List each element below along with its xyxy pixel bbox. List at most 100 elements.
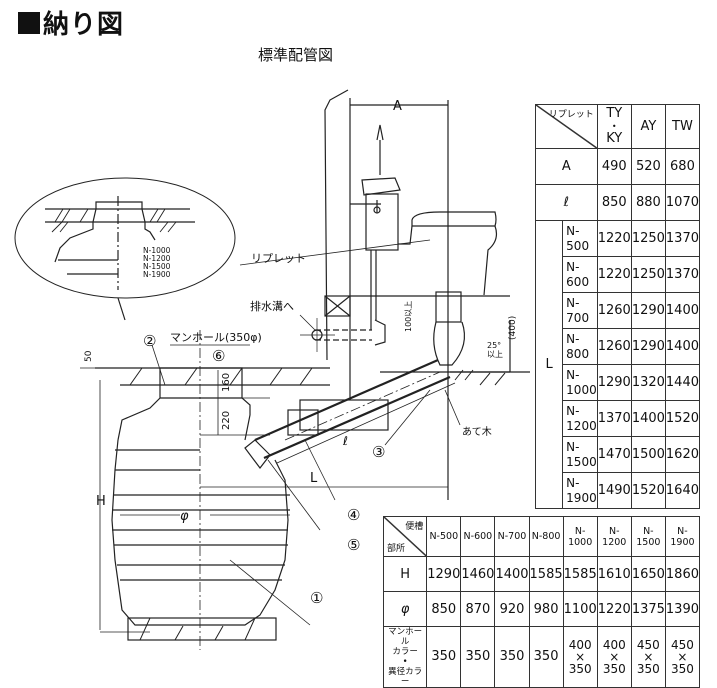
- riplet-dimension-table: リプレット TY • KY AY TW A 490 520 680 ℓ 850 …: [534, 104, 701, 509]
- table-cell: 920: [494, 591, 530, 627]
- collar-label-2: カラー: [392, 647, 418, 657]
- inset-model-3: N-1500: [143, 262, 171, 271]
- table-cell: 350: [494, 626, 530, 688]
- toilet-fixture: [350, 124, 498, 330]
- inclined-pipe: [244, 358, 456, 469]
- column-header: AY: [630, 104, 666, 149]
- callout-6: ⑥: [212, 347, 225, 365]
- table-cell: 1290: [630, 328, 666, 365]
- column-header: N-1000: [562, 516, 598, 557]
- column-header: TW: [664, 104, 701, 149]
- floor-slab: [324, 295, 511, 373]
- table-cell: 1500: [630, 436, 666, 473]
- callout-3: ③: [372, 443, 385, 461]
- table-cell: 350: [460, 626, 496, 688]
- callout-4: ④: [347, 506, 360, 524]
- table-row: A 490 520 680: [535, 148, 701, 185]
- table-cell: 400×350: [562, 626, 598, 688]
- callout-2: ②: [143, 332, 156, 350]
- column-header: N-1500: [630, 516, 666, 557]
- label-drain: 排水溝へ: [250, 299, 294, 313]
- model-label-bottom: 600: [566, 274, 590, 289]
- table-cell: 1290: [426, 556, 462, 592]
- model-label: N-800: [562, 328, 598, 365]
- row-label: φ: [382, 591, 428, 627]
- dim-400: (400): [508, 316, 518, 340]
- collar-size-part: 350: [568, 662, 592, 676]
- table-cell: 1460: [460, 556, 496, 592]
- model-label-top: N-: [566, 295, 580, 310]
- row-label: ℓ: [535, 184, 598, 221]
- column-header: N-800: [528, 516, 564, 557]
- table-cell: 1585: [562, 556, 598, 592]
- table-cell: 1400: [630, 400, 666, 437]
- table-cell: 1640: [664, 472, 701, 509]
- table-cell: 1220: [596, 256, 632, 293]
- dim-label-H: H: [96, 494, 106, 509]
- model-label-top: N-: [566, 439, 580, 454]
- collar-label-3: 異径カラー: [388, 667, 423, 687]
- column-header: N-1900: [664, 516, 701, 557]
- dim-label-l: ℓ: [342, 434, 348, 448]
- corner-label-top: 便槽: [405, 522, 424, 532]
- table-cell: 1400: [664, 292, 701, 329]
- table-cell: 870: [460, 591, 496, 627]
- table-corner-cell: リプレット: [535, 104, 598, 149]
- collar-size-part: 350: [671, 662, 694, 676]
- drain-pipe: [300, 291, 465, 366]
- table-cell: 1585: [528, 556, 564, 592]
- inset-detail: [14, 177, 236, 321]
- table-cell: 1220: [596, 220, 632, 257]
- model-label-bottom: 1500: [566, 454, 597, 469]
- table-cell: 1390: [664, 591, 701, 627]
- model-label-bottom: 1900: [566, 490, 597, 505]
- model-label-bottom: 800: [566, 346, 590, 361]
- table-cell: 520: [630, 148, 666, 185]
- column-header: N-600: [460, 516, 496, 557]
- model-label-bottom: 500: [566, 238, 590, 253]
- dim-160: 160: [221, 373, 232, 392]
- table-cell: 1260: [596, 292, 632, 329]
- model-label-top: N-: [566, 259, 580, 274]
- table-cell: 980: [528, 591, 564, 627]
- leader-lines: [151, 239, 461, 626]
- collar-size-part: ×: [575, 650, 586, 664]
- dim-label-A: A: [393, 99, 402, 114]
- label-manhole: マンホール(350φ): [170, 331, 262, 344]
- dim-100: 100以上: [404, 301, 413, 332]
- table-cell: 1250: [630, 256, 666, 293]
- row-label: H: [382, 556, 428, 592]
- angle-label-sub: 以上: [487, 350, 503, 359]
- collar-size-part: 450: [636, 638, 660, 652]
- model-label-top: N-: [566, 331, 580, 346]
- row-group-label: L: [534, 220, 564, 509]
- dim-label-L: L: [310, 471, 318, 486]
- column-header-bottom: KY: [606, 131, 623, 146]
- dim-50: 50: [84, 350, 94, 362]
- table-cell: 680: [664, 148, 701, 185]
- table-cell: 350: [426, 626, 462, 688]
- table-cell: 450×350: [630, 626, 666, 688]
- building-wall: [324, 89, 449, 500]
- collar-size-part: ×: [643, 650, 654, 664]
- table-cell: 1250: [630, 220, 666, 257]
- inset-model-4: N-1900: [143, 270, 171, 279]
- table-cell: 1370: [664, 220, 701, 257]
- collar-size-part: 450: [671, 638, 694, 652]
- table-cell: 490: [596, 148, 632, 185]
- model-label-top: N-: [566, 223, 580, 238]
- collar-size-part: 350: [602, 662, 626, 676]
- callout-1: ①: [310, 589, 323, 607]
- inset-model-2: N-1200: [143, 254, 171, 263]
- model-label-top: N-: [566, 403, 580, 418]
- table-cell: 1220: [596, 591, 632, 627]
- column-header: N-1200: [596, 516, 632, 557]
